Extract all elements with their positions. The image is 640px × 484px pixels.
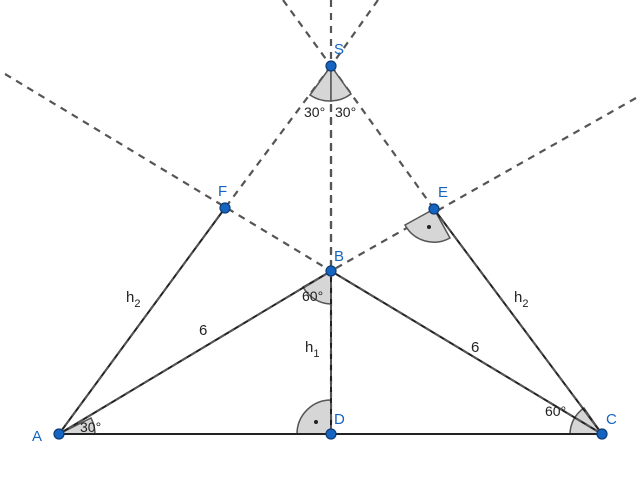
- segment-a-f: [58, 207, 226, 435]
- line-cb-extension: [330, 97, 637, 272]
- length-af: h2: [126, 289, 140, 310]
- right-angle-d-dot: [314, 420, 318, 424]
- length-bd: h1: [305, 339, 319, 360]
- point-d[interactable]: [325, 428, 337, 440]
- label-a: A: [32, 428, 42, 445]
- line-s-extension-left: [282, 0, 332, 67]
- label-d: D: [334, 411, 345, 428]
- point-c[interactable]: [596, 428, 608, 440]
- line-ab-extension: [4, 73, 332, 272]
- angle-label-s-right: 30°: [335, 104, 356, 120]
- right-angle-e-dot: [427, 225, 431, 229]
- label-b: B: [334, 248, 344, 265]
- angle-s-right: [330, 63, 353, 102]
- point-a[interactable]: [53, 428, 65, 440]
- segment-a-f-dash: [58, 207, 226, 435]
- length-ce: h2: [514, 289, 528, 310]
- right-angle-e: [403, 207, 452, 243]
- label-s: S: [334, 41, 344, 58]
- label-c: C: [606, 411, 617, 428]
- line-s-extension-right: [330, 0, 379, 67]
- point-e[interactable]: [428, 203, 440, 215]
- angle-label-c: 60°: [545, 403, 566, 419]
- angle-label-b: 60°: [302, 288, 323, 304]
- label-e: E: [438, 184, 448, 201]
- segment-b-c-dash: [330, 270, 603, 435]
- segment-a-b-dash: [58, 270, 332, 435]
- point-b[interactable]: [325, 265, 337, 277]
- segment-c-e-dash: [433, 208, 603, 435]
- angle-s-left: [308, 63, 332, 102]
- right-angle-d: [296, 399, 332, 435]
- point-f[interactable]: [219, 202, 231, 214]
- label-f: F: [218, 183, 227, 200]
- segment-c-e: [433, 208, 603, 435]
- length-ab: 6: [199, 322, 207, 339]
- angle-label-a: 30°: [80, 419, 101, 435]
- angle-label-s-left: 30°: [304, 104, 325, 120]
- length-bc: 6: [471, 339, 479, 356]
- point-s[interactable]: [325, 60, 337, 72]
